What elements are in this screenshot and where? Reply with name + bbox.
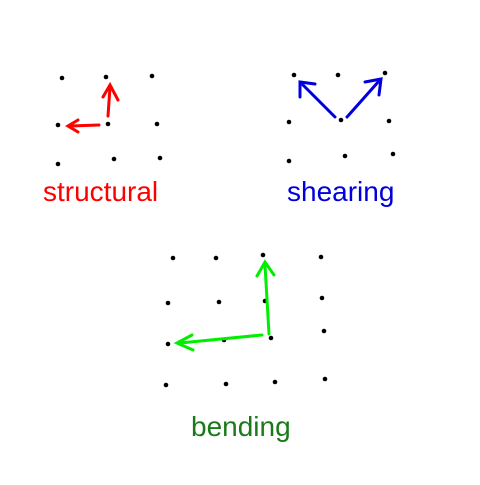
- grid-dot: [165, 300, 171, 306]
- shearing-arrow-right-diag-head: [363, 77, 383, 97]
- shearing-arrow-left-diag-head: [298, 80, 317, 99]
- grid-dot: [163, 382, 169, 388]
- shearing-arrow-right-diag: [345, 79, 381, 119]
- grid-dot: [105, 121, 111, 127]
- grid-dot: [216, 299, 222, 305]
- grid-dot: [260, 252, 266, 258]
- grid-dot: [291, 72, 297, 78]
- bending-arrow-left: [178, 333, 264, 345]
- grid-dot: [55, 122, 61, 128]
- grid-dot: [149, 73, 155, 79]
- grid-dot: [272, 379, 278, 385]
- grid-dot: [223, 381, 229, 387]
- grid-dot: [319, 295, 325, 301]
- bending-label: bending: [191, 411, 291, 442]
- shearing-grid: [286, 70, 396, 164]
- grid-dot: [322, 376, 328, 382]
- grid-dot: [170, 255, 176, 261]
- grid-dot: [59, 75, 65, 81]
- grid-dot: [55, 161, 61, 167]
- structural-arrow-left: [68, 123, 101, 128]
- grid-dot: [154, 121, 160, 127]
- structural-arrow-left-head: [65, 118, 80, 134]
- bending-grid: [163, 252, 328, 388]
- grid-dot: [335, 72, 341, 78]
- structural-label: structural: [43, 176, 159, 207]
- grid-dot: [342, 153, 348, 159]
- grid-dot: [286, 119, 292, 125]
- grid-dot: [386, 118, 392, 124]
- bending-arrows: [173, 259, 276, 352]
- shearing-label: shearing: [287, 176, 395, 207]
- shearing-arrow-left-diag: [300, 82, 337, 119]
- grid-dot: [165, 341, 171, 347]
- grid-dot: [213, 255, 219, 261]
- grid-dot: [318, 254, 324, 260]
- bending-arrow-left-head: [173, 333, 195, 352]
- structural-arrow-up-head: [101, 81, 120, 102]
- structural-grid: [55, 73, 163, 167]
- grid-dot: [111, 156, 117, 162]
- structural-arrow-up: [106, 85, 112, 118]
- grid-dot: [382, 70, 388, 76]
- shearing-arrows: [298, 77, 383, 119]
- bending-arrow-up-head: [255, 259, 276, 278]
- grid-dot: [321, 328, 327, 334]
- structural-arrows: [65, 81, 120, 134]
- grid-dot: [103, 74, 109, 80]
- grid-dot: [268, 335, 274, 341]
- grid-dot: [286, 158, 292, 164]
- bending-arrow-up: [263, 263, 271, 336]
- grid-dot: [157, 155, 163, 161]
- grid-dot: [390, 151, 396, 157]
- grid-dot: [338, 117, 344, 123]
